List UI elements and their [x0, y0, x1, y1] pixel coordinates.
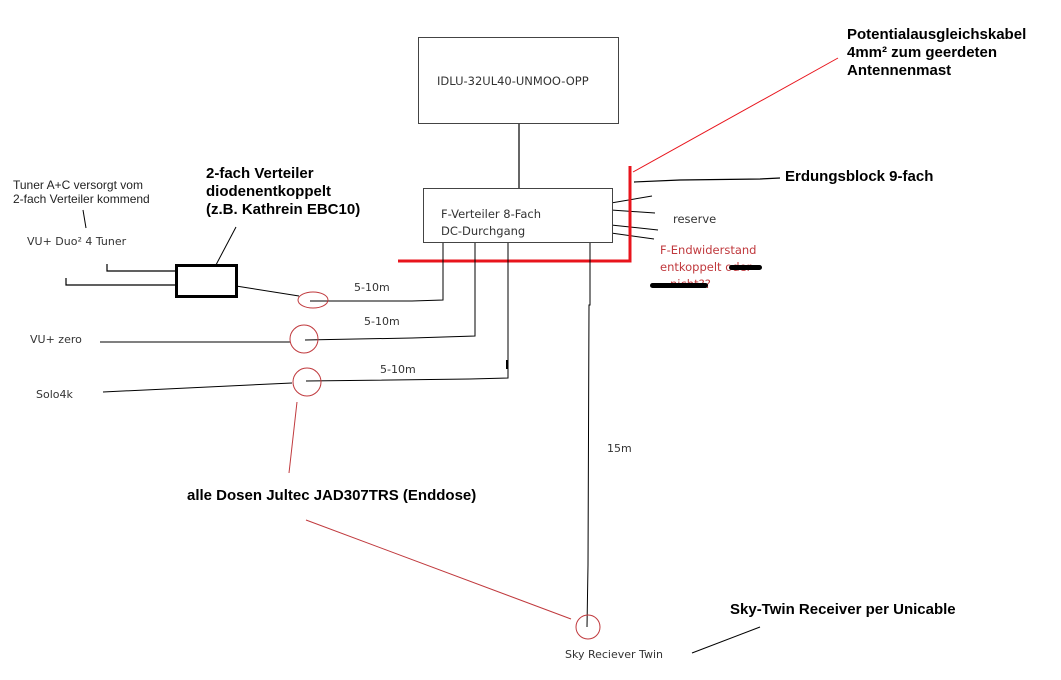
cable-length-3: 5-10m [380, 363, 416, 376]
strike-mark-2 [650, 283, 708, 288]
lnb-box: IDLU-32UL40-UNMOO-OPP [418, 37, 619, 124]
multiswitch-box: F-Verteiler 8-Fach DC-Durchgang [423, 188, 613, 243]
potential-cable-note-line3: Antennenmast [847, 62, 952, 79]
sockets-note-pointer-down [305, 519, 572, 620]
cable-length-1: 5-10m [354, 281, 390, 294]
device-solo4k-label: Solo4k [36, 388, 73, 401]
socket-1 [297, 291, 329, 309]
cable-to-socket-1 [310, 242, 444, 302]
terminator-note-line2-text: entkoppelt [660, 260, 722, 274]
terminator-note-line1: F-Endwiderstand [660, 243, 757, 257]
socket-2 [289, 324, 319, 354]
cable-to-sky-receiver [586, 242, 591, 628]
device-vu-duo2-label: VU+ Duo² 4 Tuner [27, 235, 127, 248]
tuner-note: Tuner A+C versorgt vom 2-fach Verteiler … [13, 178, 150, 206]
tuner-note-pointer [82, 209, 87, 229]
tuner-note-line1: Tuner A+C versorgt vom [13, 178, 143, 192]
multiswitch-label-2: DC-Durchgang [441, 224, 526, 238]
splitter-box [175, 264, 238, 298]
cable-length-4: 15m [607, 442, 632, 455]
device-sky-receiver-label: Sky Reciever Twin [565, 648, 663, 661]
ms-output-right-2 [610, 209, 656, 214]
solo4k-cable [102, 382, 293, 393]
socket-sky [575, 614, 601, 640]
splitter-note-line3: (z.B. Kathrein EBC10) [206, 201, 361, 218]
tuner-note-line2: 2-fach Verteiler kommend [13, 192, 150, 206]
potential-cable-note: Potentialausgleichskabel 4mm² zum geerde… [847, 26, 1026, 80]
multiswitch-label-1: F-Verteiler 8-Fach [441, 207, 541, 221]
strike-mark-1 [729, 265, 762, 270]
ground-block-cable [633, 177, 781, 183]
sockets-note: alle Dosen Jultec JAD307TRS (Enddose) [187, 487, 477, 504]
cable-to-socket-2 [304, 242, 476, 341]
splitter-note-line2: diodenentkoppelt [206, 183, 331, 200]
lnb-label: IDLU-32UL40-UNMOO-OPP [437, 74, 589, 88]
potential-cable-note-line1: Potentialausgleichskabel [847, 26, 1027, 43]
socket-3 [292, 367, 322, 397]
sky-note-pointer [691, 626, 761, 654]
potential-cable-note-line2: 4mm² zum geerdeten [847, 44, 998, 61]
cable-to-socket-3 [305, 242, 509, 382]
cable-length-2: 5-10m [364, 315, 400, 328]
tuner-input-c [65, 278, 175, 286]
grounding-block-label: Erdungsblock 9-fach [785, 168, 934, 185]
device-vu-zero-label: VU+ zero [30, 333, 82, 346]
terminator-note-line2: entkoppelt oder [660, 259, 756, 276]
tuner-input-a [106, 264, 175, 272]
ms-output-right-4 [610, 232, 655, 240]
splitter-note: 2-fach Verteiler diodenentkoppelt (z.B. … [206, 165, 360, 219]
splitter-to-socket-1 [235, 285, 300, 297]
potential-cable [632, 57, 839, 173]
splitter-note-line1: 2-fach Verteiler [206, 165, 314, 182]
ms-output-right-3 [610, 224, 659, 231]
reserve-label: reserve [673, 212, 717, 226]
sky-note: Sky-Twin Receiver per Unicable [730, 601, 956, 618]
sockets-note-pointer-up [288, 401, 298, 474]
